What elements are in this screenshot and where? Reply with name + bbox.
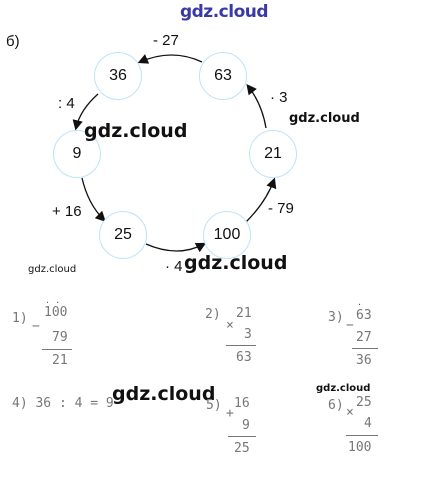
column5-rule [228, 436, 256, 437]
arrow-100-to-21 [245, 177, 277, 223]
op-plus-16: + 16 [52, 203, 82, 220]
column2-bottom: 3 [244, 327, 252, 342]
watermark-top: gdz.cloud [179, 2, 269, 22]
column6-rule [346, 435, 378, 436]
column2-rule [226, 345, 256, 346]
cycle-node-63: 63 [199, 52, 247, 100]
column3-sign: − [346, 318, 354, 333]
watermark-cycle: gdz.cloud [84, 120, 188, 142]
column3-bottom: 27 [356, 330, 372, 345]
arrow-25-to-100 [145, 242, 207, 253]
arrow-36-to-9 [72, 93, 99, 131]
watermark-small-right: gdz.cloud [316, 383, 371, 394]
cycle-node-100: 100 [203, 211, 251, 259]
column5-result: 25 [234, 441, 250, 456]
cycle-node-36: 36 [94, 52, 142, 100]
op-times-3: · 3 [270, 89, 288, 106]
column1-top: 100 [44, 305, 68, 320]
arrow-9-to-25 [81, 177, 106, 222]
cycle-node-21: 21 [249, 130, 297, 178]
column5-label: 5) [206, 398, 222, 413]
column5-bottom: 9 [242, 418, 250, 433]
op-minus-79: - 79 [268, 200, 294, 217]
column5-sign: + [226, 406, 234, 421]
borrow-marks-1: . . [46, 294, 62, 306]
watermark-small-left: gdz.cloud [28, 264, 77, 275]
column2-result: 63 [236, 350, 252, 365]
column1-label: 1) [12, 311, 28, 326]
arrow-63-to-36 [137, 54, 203, 64]
watermark-lower: gdz.cloud [112, 383, 216, 405]
column6-sign: × [346, 405, 354, 420]
op-divide-4: : 4 [58, 95, 75, 112]
item4-equation: 4) 36 : 4 = 9 [12, 396, 114, 411]
column3-label: 3) [328, 310, 344, 325]
cycle-node-9: 9 [53, 130, 101, 178]
column6-bottom: 4 [364, 416, 372, 431]
column2-top: 21 [236, 306, 252, 321]
column2-label: 2) [205, 307, 221, 322]
column1-sign: − [32, 319, 40, 334]
column1-bottom: 79 [52, 330, 68, 345]
column3-rule [352, 348, 378, 349]
watermark-right: gdz.cloud [289, 111, 360, 126]
column6-top: 25 [356, 395, 372, 410]
column6-label: 6) [328, 398, 344, 413]
op-minus-27: - 27 [153, 32, 179, 49]
column3-top: 63 [356, 308, 372, 323]
column5-top: 16 [234, 396, 250, 411]
column1-rule [42, 349, 72, 350]
arrow-21-to-63 [246, 83, 267, 129]
op-times-4: · 4 [165, 258, 183, 275]
column2-sign: × [226, 318, 234, 333]
column6-result: 100 [348, 440, 372, 455]
column3-result: 36 [356, 353, 372, 368]
watermark-bottom: gdz.cloud [184, 252, 288, 274]
cycle-node-25: 25 [99, 211, 147, 259]
borrow-marks-3: . [358, 296, 364, 308]
part-label: б) [6, 33, 20, 50]
column1-result: 21 [52, 353, 68, 368]
